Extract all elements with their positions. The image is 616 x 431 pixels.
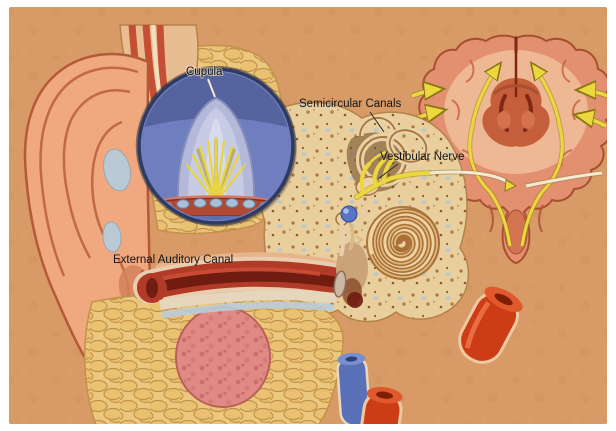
label-semicircular-canals: Semicircular Canals [299, 98, 402, 110]
thalamus-right [521, 111, 535, 129]
parotid-gland [175, 306, 271, 408]
inset-rim [137, 67, 295, 225]
vestibular-nerve [354, 150, 433, 200]
labels-layer: Cupula Semicircular Canals Vestibular Ne… [113, 65, 464, 266]
bottom-artery-tube [360, 386, 403, 425]
sphere-highlight [343, 208, 349, 214]
jugular-vein-tube [336, 352, 371, 425]
round-window [347, 292, 363, 308]
hair-cell-bundle [185, 136, 247, 204]
canal-cartilage-band [159, 290, 337, 310]
frame-border [7, 5, 609, 426]
nerve-to-brain-line [429, 169, 603, 192]
cochlea [366, 206, 440, 280]
external-auditory-canal [133, 252, 355, 319]
tympanic-membrane [333, 270, 347, 298]
thalamus-left [497, 111, 511, 129]
cupula-inset [135, 65, 297, 227]
label-external-auditory-canal: External Auditory Canal [113, 254, 233, 266]
cerebellum-folds [488, 204, 544, 233]
brain-deep-nuclei [482, 78, 550, 147]
vestibular-leader-line [377, 163, 399, 180]
cupula-leader-line [207, 78, 216, 98]
semicircular-leader-line [369, 111, 385, 133]
brain-coronal-section [409, 34, 608, 265]
below-crista [142, 216, 290, 220]
label-cupula: Cupula [186, 66, 223, 78]
corpus-callosum [492, 84, 540, 96]
canal-blue-band [161, 301, 335, 319]
right-input-arrows [576, 90, 608, 126]
vestibular-pathway-arrows [467, 64, 565, 247]
oval-window-sphere [340, 205, 358, 223]
nerve-entry-arrow [504, 179, 518, 192]
label-vestibular-nerve: Vestibular Nerve [380, 151, 464, 163]
middle-ear [333, 212, 368, 308]
carotid-artery-tube [458, 286, 523, 364]
inner-ear [340, 114, 440, 280]
